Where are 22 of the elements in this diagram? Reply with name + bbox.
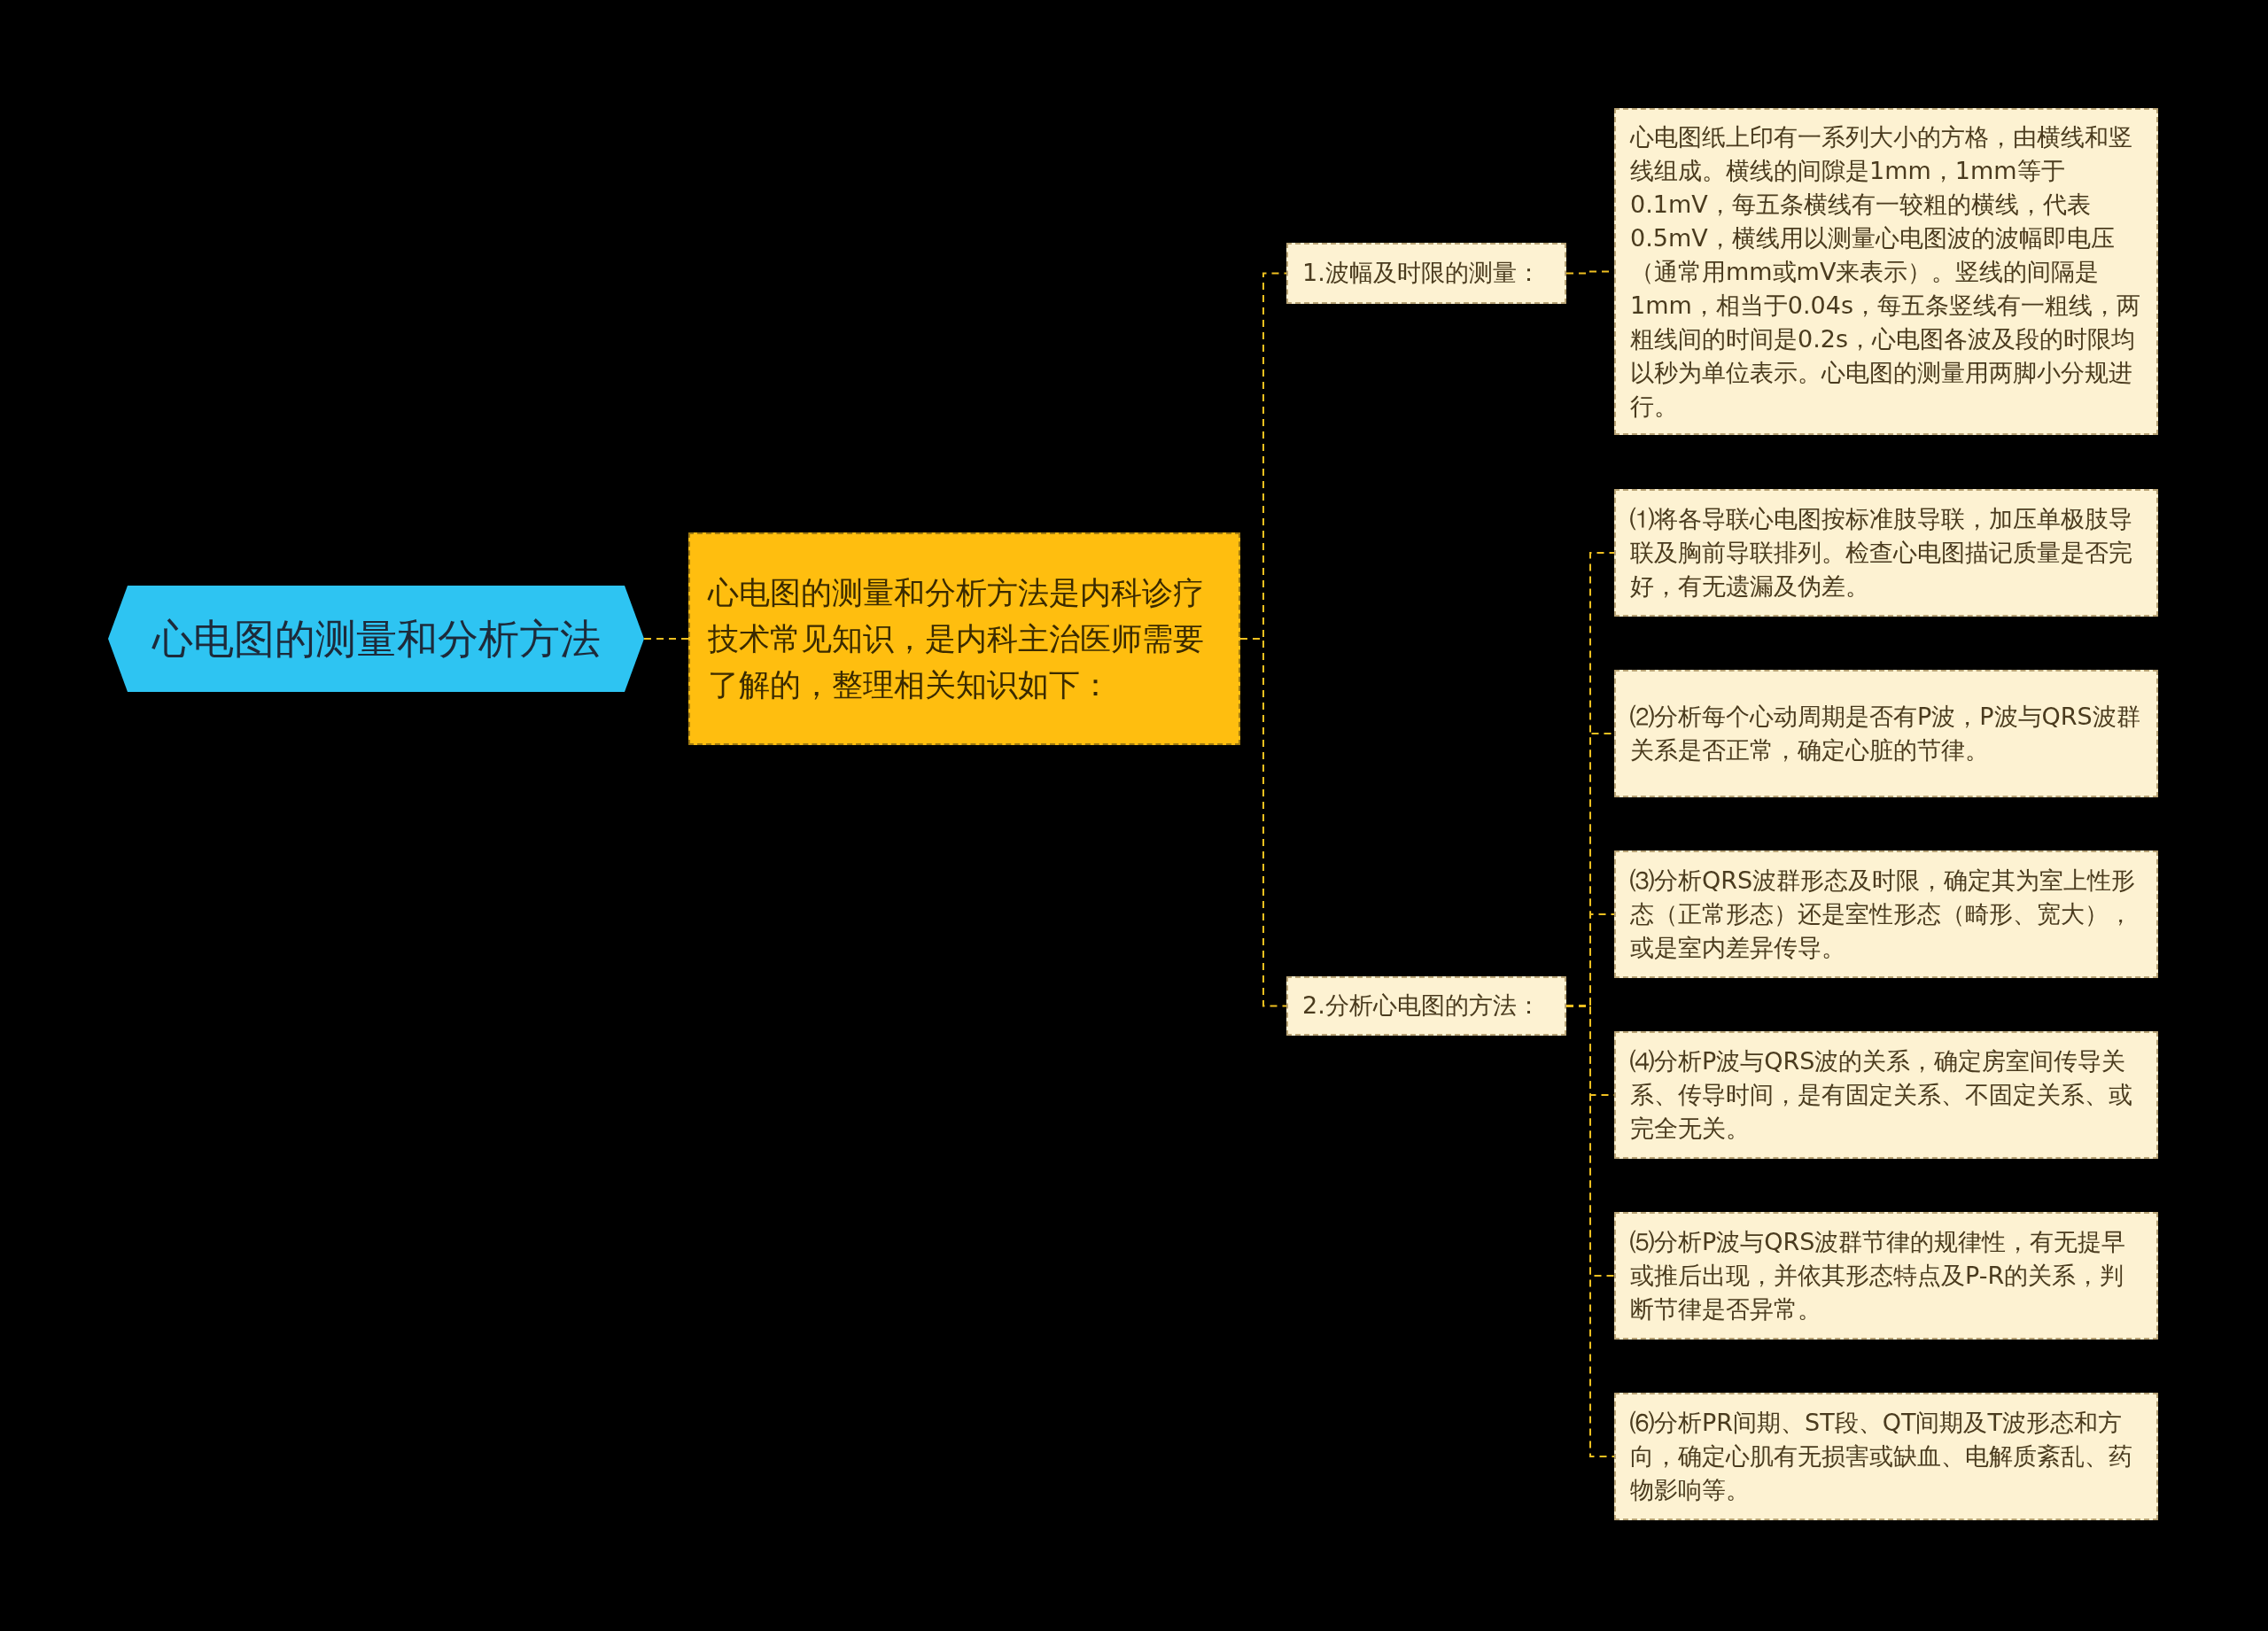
node-text: 心电图的测量和分析方法 [151, 613, 601, 664]
branch-box [1286, 976, 1566, 1036]
branch-box [1286, 243, 1566, 304]
note-box [1614, 1393, 2158, 1520]
summary-box [688, 532, 1240, 745]
note-box [1614, 1212, 2158, 1340]
node-text: 心电图的测量和分析方法是内科诊疗技术常见知识，是内科主治医师需要了解的，整理相关知识如下： [708, 574, 1205, 704]
node-text: 心电图纸上印有一系列大小的方格，由横线和竖线组成。横线的间隙是1mm，1mm等于0.1mV，每五条横线有一较粗的横线，代表0.5mV，横线用以测量心电图波的波幅即电压（通常用mm或mV来表示）。竖线的间隔是1mm，相当于0.04s，每五条竖线有一粗线，两粗线间的时间是0.2s，心电图各波及段的时限均以秒为单位表示。心电图的测量用两脚小分规进行。 [1630, 121, 2141, 422]
node-text: ⑹分析PR间期、ST段、QT间期及T波形态和方向，确定心肌有无损害或缺血、电解质紊乱、药物影响等。 [1630, 1408, 2133, 1505]
note-box [1614, 1031, 2158, 1159]
topic-hexagon [108, 586, 644, 692]
node-text: ⑸分析P波与QRS波群节律的规律性，有无提早或推后出现，并依其形态特点及P-R的关系，判断节律是否异常。 [1630, 1227, 2127, 1324]
note-box [1614, 850, 2158, 978]
node-text: ⑷分析P波与QRS波的关系，确定房室间传导关系、传导时间，是有固定关系、不固定关系、或完全无关。 [1630, 1046, 2133, 1144]
node-text: ⑴将各导联心电图按标准肢导联，加压单极肢导联及胸前导联排列。检查心电图描记质量是否完好，有无遗漏及伪差。 [1630, 504, 2133, 602]
node-text: ⑶分析QRS波群形态及时限，确定其为室上性形态（正常形态）还是室性形态（畸形、宽大），或是室内差异传导。 [1630, 866, 2137, 963]
note-box [1614, 670, 2158, 797]
node-text: 2.分析心电图的方法： [1302, 990, 1541, 1021]
node-text: ⑵分析每个心动周期是否有P波，P波与QRS波群关系是否正常，确定心脏的节律。 [1630, 702, 2141, 765]
node-text: 1.波幅及时限的测量： [1302, 258, 1541, 289]
connector-line [643, 638, 689, 640]
note-box [1614, 489, 2158, 617]
